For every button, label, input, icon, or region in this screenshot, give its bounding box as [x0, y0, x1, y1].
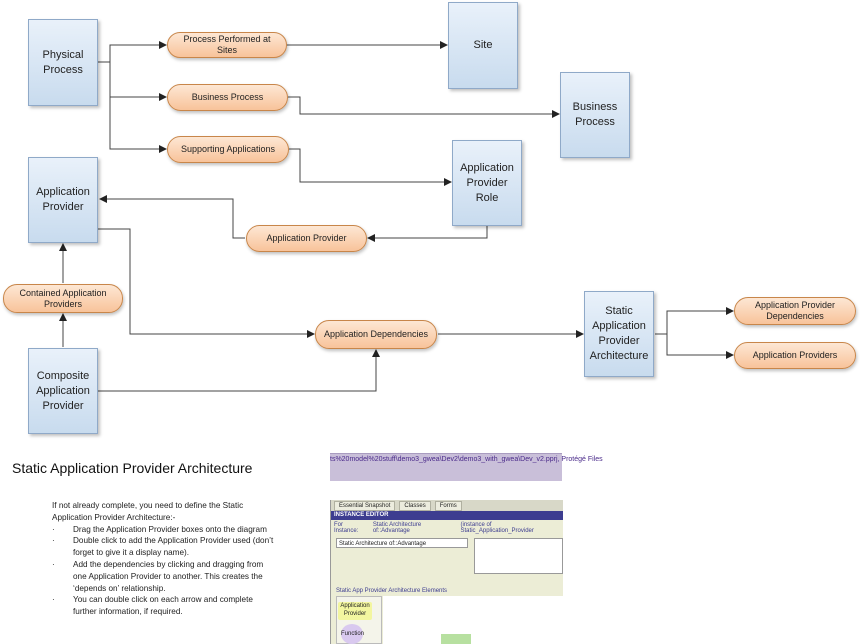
titlebar-text: ts%20model%20stuff\demo3_gwea\Dev2\demo3…	[330, 456, 603, 463]
box-label: Physical Process	[42, 48, 84, 76]
pill-label: Application Provider	[266, 233, 347, 243]
application-provider-box[interactable]: Application Provider	[28, 157, 98, 243]
list-item: You can double click on each arrow and c…	[52, 594, 277, 618]
instance-editor-header: INSTANCE EDITOR	[331, 511, 563, 520]
physical-process-box[interactable]: Physical Process	[28, 19, 98, 106]
instructions: If not already complete, you need to def…	[52, 500, 277, 618]
site-box[interactable]: Site	[448, 2, 518, 89]
box-label: Application Provider Role	[460, 161, 514, 204]
business-process-box[interactable]: Business Process	[560, 72, 630, 158]
elements-label: Static App Provider Architecture Element…	[336, 588, 448, 594]
diagram-canvas[interactable]	[383, 596, 563, 644]
name-field[interactable]: Static Architecture of::Advantage	[336, 538, 468, 548]
box-label: Static Application Provider Architecture	[589, 305, 649, 362]
section-title: Static Application Provider Architecture	[12, 460, 253, 476]
instance-of-label: (instance of Static_Application_Provider	[460, 522, 534, 534]
pill-label: Process Performed at Sites	[183, 34, 271, 55]
instructions-intro: If not already complete, you need to def…	[52, 501, 244, 522]
palette-function[interactable]: Function	[341, 624, 364, 644]
process-performed-at-sites-pill[interactable]: Process Performed at Sites	[167, 32, 287, 58]
supporting-applications-pill[interactable]: Supporting Applications	[167, 136, 289, 163]
instructions-list: Drag the Application Provider boxes onto…	[52, 524, 277, 618]
application-provider-role-box[interactable]: Application Provider Role	[452, 140, 522, 226]
window-titlebar: ts%20model%20stuff\demo3_gwea\Dev2\demo3…	[330, 453, 603, 481]
list-item: Drag the Application Provider boxes onto…	[52, 524, 277, 536]
pill-label: Application Dependencies	[323, 329, 429, 339]
contained-application-providers-pill[interactable]: Contained Application Providers	[3, 284, 123, 313]
tab-classes[interactable]: Classes	[399, 500, 431, 511]
application-provider-dependencies-pill[interactable]: Application Provider Dependencies	[734, 297, 856, 325]
box-label: Site	[473, 39, 493, 51]
for-instance-row: For Instance: Static Architecture of::Ad…	[331, 520, 563, 536]
box-label: Composite Application Provider	[36, 369, 90, 412]
pill-label: Supporting Applications	[180, 144, 276, 154]
tab-essential-snapshot[interactable]: Essential Snapshot	[334, 500, 396, 511]
palette-application-provider[interactable]: Application Provider	[338, 602, 372, 620]
box-label: Business Process	[572, 101, 618, 128]
description-area[interactable]	[474, 538, 563, 574]
tab-forms[interactable]: Forms	[434, 500, 462, 511]
canvas-shape[interactable]	[441, 634, 471, 644]
pill-label: Contained Application Providers	[19, 287, 107, 309]
tab-bar: Essential Snapshot Classes Forms	[331, 500, 563, 511]
instance-editor-screenshot: Essential Snapshot Classes Forms INSTANC…	[330, 500, 563, 644]
application-provider-pill[interactable]: Application Provider	[246, 225, 367, 252]
list-item: Add the dependencies by clicking and dra…	[52, 559, 277, 594]
application-dependencies-pill[interactable]: Application Dependencies	[315, 320, 437, 349]
static-architecture-box[interactable]: Static Application Provider Architecture	[584, 291, 654, 377]
for-instance-label: For Instance:	[334, 522, 359, 534]
for-instance-value: Static Architecture of::Advantage	[372, 522, 422, 534]
composite-application-provider-box[interactable]: Composite Application Provider	[28, 348, 98, 434]
box-label: Application Provider	[36, 186, 90, 213]
pill-label: Application Providers	[752, 350, 838, 360]
pill-label: Application Provider Dependencies	[754, 300, 836, 321]
application-providers-pill[interactable]: Application Providers	[734, 342, 856, 369]
business-process-pill[interactable]: Business Process	[167, 84, 288, 111]
list-item: Double click to add the Application Prov…	[52, 535, 277, 559]
pill-label: Business Process	[191, 92, 264, 102]
